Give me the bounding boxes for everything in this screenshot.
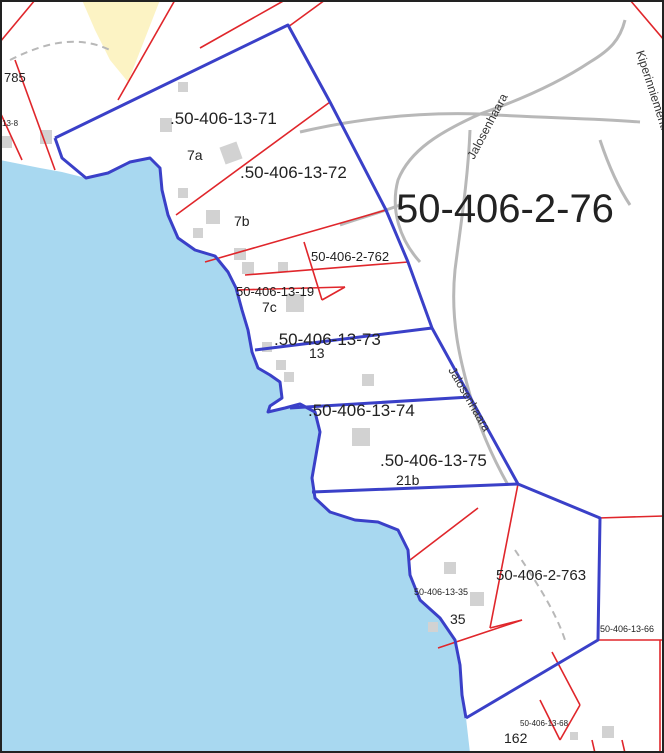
- field-area: [82, 0, 160, 82]
- address-label: 7c: [262, 299, 277, 315]
- parcel-label: 50-406-2-763: [496, 567, 586, 584]
- boundary: [235, 286, 346, 291]
- address-label: 13: [309, 345, 325, 361]
- parcel-label: .50-406-13-75: [380, 451, 487, 470]
- address-label: 35: [450, 611, 466, 627]
- parcel-label: .50-406-13-73: [274, 330, 381, 349]
- address-label: 162: [504, 730, 528, 746]
- boundary: [539, 699, 561, 741]
- boundary: [204, 209, 387, 263]
- building: [284, 372, 294, 382]
- building: [193, 228, 203, 238]
- path-dashed-south: [514, 549, 566, 641]
- parcel-label: 50-406-13-35: [414, 587, 468, 597]
- building: [160, 118, 172, 132]
- boundary: [489, 483, 519, 629]
- parcel-label: 13-8: [2, 119, 19, 128]
- boundary: [629, 0, 664, 41]
- boundary: [0, 111, 23, 161]
- parcel-label: .50-406-13-71: [170, 109, 277, 128]
- building: [362, 374, 374, 386]
- boundary: [14, 59, 56, 171]
- building: [206, 210, 220, 224]
- building: [234, 248, 246, 260]
- boundary: [437, 619, 523, 649]
- boundary: [409, 507, 479, 561]
- address-label: 7b: [234, 213, 250, 229]
- building: [470, 592, 484, 606]
- building: [178, 188, 188, 198]
- building: [178, 82, 188, 92]
- building: [570, 732, 578, 740]
- selected-area-boundary[interactable]: [53, 23, 602, 720]
- parcel-label: 50-406-13-66: [600, 624, 654, 634]
- parcel-label: 50-406-13-19: [236, 284, 314, 299]
- building: [278, 262, 288, 272]
- building: [428, 622, 438, 632]
- boundary: [321, 286, 346, 301]
- boundary: [559, 704, 581, 741]
- boundary: [117, 0, 176, 101]
- building: [444, 562, 456, 574]
- boundary: [0, 0, 36, 43]
- boundary: [621, 739, 626, 753]
- parcel-label: 50-406-13-68: [520, 719, 569, 728]
- boundary: [551, 651, 581, 706]
- boundary: [303, 241, 323, 301]
- building: [219, 141, 243, 165]
- address-label: 21b: [396, 472, 420, 488]
- boundary: [287, 0, 326, 28]
- building: [352, 428, 370, 446]
- boundary: [199, 0, 286, 49]
- parcel-label: .50-406-13-74: [308, 401, 415, 420]
- buildings: [2, 82, 614, 740]
- parcel-labels: .50-406-13-71 .50-406-13-72 50-406-2-762…: [2, 70, 654, 728]
- road-jalosenhaara-south: [452, 129, 510, 486]
- path-dashed-north: [9, 40, 111, 61]
- building: [40, 130, 52, 144]
- boundary: [591, 739, 596, 753]
- building: [242, 262, 254, 274]
- road-jalosenhaara-branch: [393, 112, 481, 264]
- road-kiperinniementie: [479, 19, 627, 116]
- building: [276, 360, 286, 370]
- boundary: [489, 619, 523, 629]
- building: [2, 136, 12, 148]
- water-area: [0, 158, 470, 753]
- address-labels: 7a 7b 7c 13 21b 35 162: [187, 147, 528, 746]
- boundary: [597, 515, 664, 519]
- parcel-label-large: 50-406-2-76: [396, 187, 614, 231]
- building: [286, 294, 304, 312]
- building: [602, 726, 614, 738]
- roads: [9, 19, 641, 641]
- parcel-label: 785: [4, 70, 26, 85]
- address-label: 7a: [187, 147, 203, 163]
- parcel-label: 50-406-2-762: [311, 249, 389, 264]
- boundary: [244, 261, 409, 276]
- parcel-label: .50-406-13-72: [240, 163, 347, 182]
- boundary: [175, 101, 331, 216]
- road-east: [598, 139, 632, 206]
